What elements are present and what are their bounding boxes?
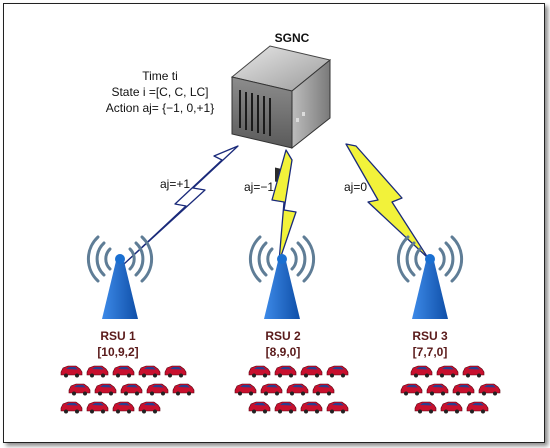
car-icon [86, 401, 109, 414]
server-icon [230, 45, 332, 185]
car-icon [248, 365, 271, 378]
rsu2-name: RSU 2 [265, 329, 301, 343]
car-icon [466, 401, 489, 414]
info-time: Time ti [142, 69, 178, 83]
rsu2-cars [234, 365, 349, 414]
car-icon [164, 365, 187, 378]
car-icon [312, 383, 335, 396]
car-icon [260, 383, 283, 396]
car-icon [300, 401, 323, 414]
rsu1-cars [60, 365, 195, 414]
info-state: State i =[C, C, LC] [111, 85, 208, 99]
car-icon [138, 401, 161, 414]
car-icon [138, 365, 161, 378]
link-bolt-rsu1 [123, 145, 239, 265]
car-icon [462, 365, 485, 378]
car-icon [172, 383, 195, 396]
rsu1-tower-icon [86, 235, 154, 321]
car-icon [440, 401, 463, 414]
car-icon [146, 383, 169, 396]
car-icon [326, 401, 349, 414]
link-label-rsu3: aj=0 [344, 180, 367, 194]
car-icon [436, 365, 459, 378]
link-bolt-rsu2 [271, 149, 297, 263]
car-icon [60, 401, 83, 414]
rsu1-name: RSU 1 [100, 329, 136, 343]
car-icon [68, 383, 91, 396]
info-action: Action aj= {−1, 0,+1} [106, 101, 214, 115]
car-icon [426, 383, 449, 396]
car-icon [300, 365, 323, 378]
car-icon [286, 383, 309, 396]
rsu1-state: [10,9,2] [97, 345, 138, 359]
car-icon [248, 401, 271, 414]
server-label: SGNC [275, 31, 310, 45]
rsu2-state: [8,9,0] [266, 345, 301, 359]
link-label-rsu1: aj=+1 [160, 177, 190, 191]
car-icon [410, 365, 433, 378]
car-icon [112, 365, 135, 378]
rsu3-name: RSU 3 [412, 329, 448, 343]
link-label-rsu2: aj=−1 [244, 180, 274, 194]
rsu3-tower-icon [396, 235, 464, 321]
car-icon [274, 401, 297, 414]
car-icon [60, 365, 83, 378]
car-icon [414, 401, 437, 414]
car-icon [274, 365, 297, 378]
car-icon [112, 401, 135, 414]
rsu3-state: [7,7,0] [413, 345, 448, 359]
rsu3-cars [400, 365, 501, 414]
car-icon [326, 365, 349, 378]
car-icon [120, 383, 143, 396]
car-icon [234, 383, 257, 396]
car-icon [452, 383, 475, 396]
car-icon [478, 383, 501, 396]
car-icon [400, 383, 423, 396]
car-icon [86, 365, 109, 378]
link-bolt-rsu3 [345, 143, 429, 259]
car-icon [94, 383, 117, 396]
